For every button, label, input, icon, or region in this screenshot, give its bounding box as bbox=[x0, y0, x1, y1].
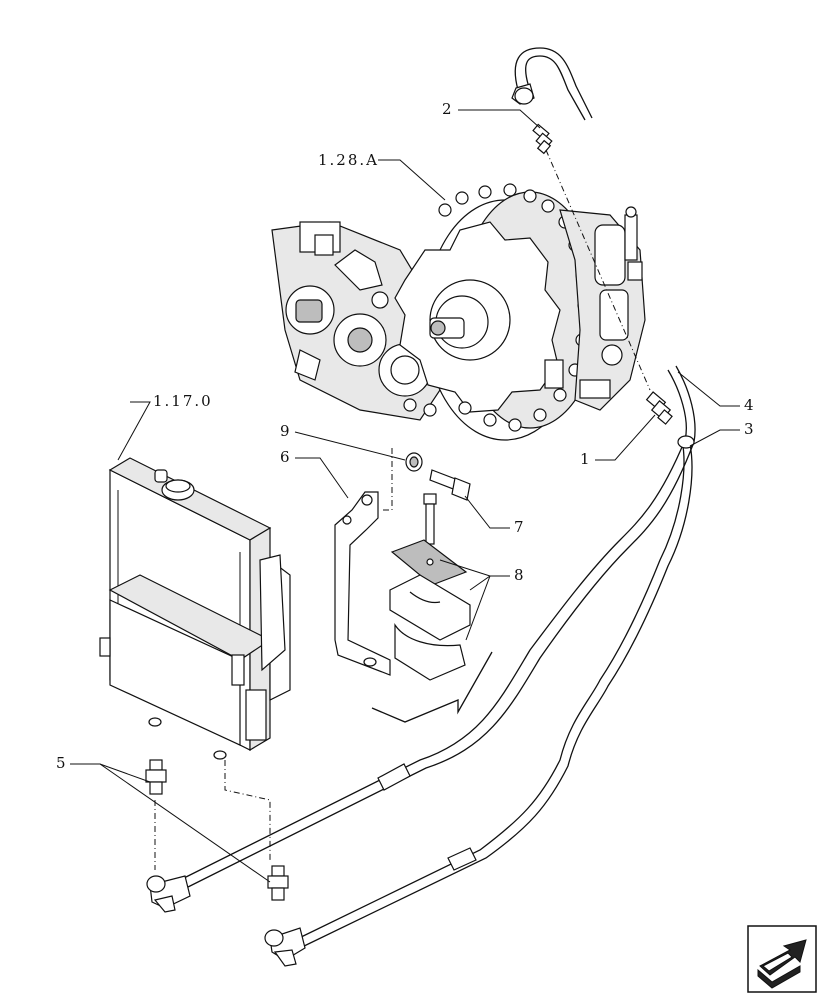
clamp-item-8 bbox=[389, 493, 471, 681]
label-item-7: 7 bbox=[514, 518, 526, 536]
label-item-1: 1 bbox=[580, 450, 592, 468]
fitting-item-2 bbox=[532, 123, 553, 155]
label-item-3: 3 bbox=[744, 420, 756, 438]
label-item-9: 9 bbox=[280, 422, 292, 440]
pipe-item-3 bbox=[294, 435, 695, 949]
pipe-item-4 bbox=[179, 365, 696, 889]
label-item-2: 2 bbox=[442, 100, 454, 118]
label-item-5: 5 bbox=[56, 754, 68, 772]
fitting-item-5-lower bbox=[267, 865, 289, 901]
label-1-28-a: 1.28.A bbox=[318, 151, 379, 169]
arrow-box-icon[interactable] bbox=[747, 925, 817, 993]
fitting-item-5-upper bbox=[145, 759, 167, 795]
transmission-assembly bbox=[271, 183, 646, 441]
return-pipe-top bbox=[511, 47, 593, 121]
bolt-item-7 bbox=[429, 469, 471, 501]
bracket-item-6 bbox=[334, 491, 391, 676]
label-1-17-0: 1.17.0 bbox=[153, 392, 213, 410]
fitting-item-1 bbox=[645, 391, 673, 425]
label-item-8: 8 bbox=[514, 566, 526, 584]
label-item-6: 6 bbox=[280, 448, 292, 466]
elbow-fitting-pipe-4 bbox=[146, 875, 191, 913]
washer-item-9 bbox=[405, 452, 423, 472]
label-item-4: 4 bbox=[744, 396, 756, 414]
radiator-assembly bbox=[99, 457, 291, 760]
elbow-fitting-pipe-3 bbox=[264, 927, 306, 967]
